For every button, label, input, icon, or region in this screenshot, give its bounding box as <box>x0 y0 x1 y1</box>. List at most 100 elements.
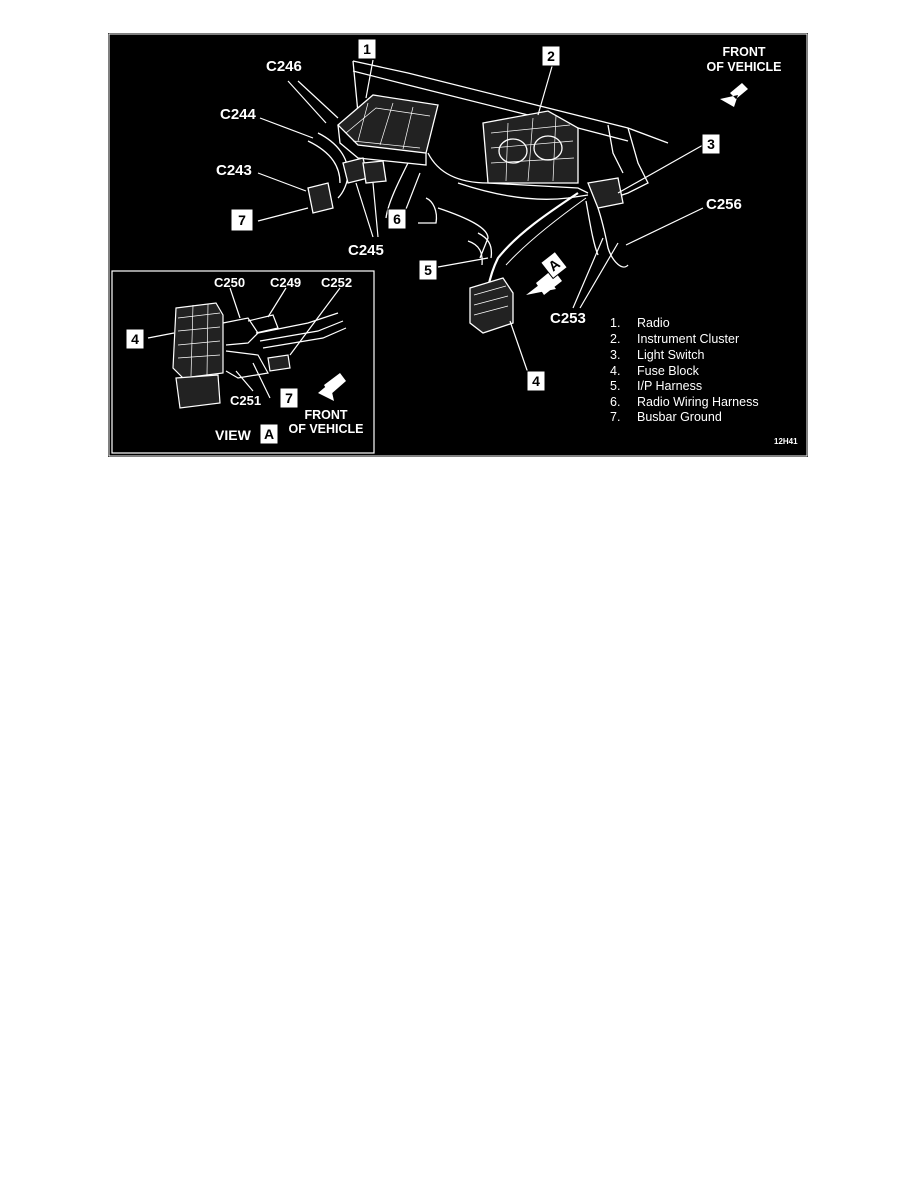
label-c253: C253 <box>550 310 586 327</box>
cluster-gauge-left <box>498 138 528 164</box>
leader-c250 <box>229 287 241 319</box>
harness-c244-b <box>307 140 341 184</box>
leader-c244 <box>259 117 314 139</box>
radio-lower <box>337 124 427 166</box>
figure-border <box>108 33 808 457</box>
inset-connector-c252 <box>267 354 291 372</box>
cluster-gauge-right <box>533 135 563 161</box>
inset-fuse-grid <box>177 303 221 377</box>
inset-callout-busbar: 7 <box>279 387 299 409</box>
label-c252: C252 <box>321 275 352 290</box>
inset-connector-c251 <box>225 350 269 379</box>
callout-cluster: 2 <box>541 45 561 67</box>
inset-front-label-line1: FRONT <box>304 408 347 422</box>
wiring-diagram-figure: C246 C244 C243 C245 C256 C253 FRONT OF V… <box>108 33 808 457</box>
leader-lines <box>257 59 704 374</box>
callout-busbar-number: 7 <box>238 212 246 228</box>
callout-ip-harness-number: 5 <box>424 262 432 278</box>
leader-c253-a <box>572 237 604 309</box>
callout-light-switch-number: 3 <box>707 136 715 152</box>
legend-text-2: Instrument Cluster <box>637 332 739 346</box>
front-label-line1: FRONT <box>722 45 765 59</box>
inset-wires <box>257 312 347 349</box>
inset-view-letter: A <box>264 426 274 442</box>
ip-harness-trunk-b <box>505 197 587 266</box>
legend-num-2: 2. <box>610 332 620 346</box>
leader-c256 <box>625 207 704 246</box>
callout-radio-number: 1 <box>363 41 371 57</box>
harness-radio-down <box>385 162 409 219</box>
harness-main <box>457 182 589 200</box>
bracket-lower <box>418 197 438 224</box>
inset-fuse-block <box>172 302 224 379</box>
leader-inset-fuse-block <box>147 332 175 339</box>
fuse-block-body <box>469 277 514 334</box>
legend-num-7: 7. <box>610 410 620 424</box>
legend-text-3: Light Switch <box>637 348 704 362</box>
legend-num-5: 5. <box>610 379 620 393</box>
label-c251: C251 <box>230 393 261 408</box>
legend-text-7: Busbar Ground <box>637 410 722 424</box>
diagram-canvas: C246 C244 C243 C245 C256 C253 FRONT OF V… <box>108 33 808 457</box>
leader-c243 <box>257 172 307 192</box>
legend-num-1: 1. <box>610 316 620 330</box>
light-switch-body <box>587 177 624 209</box>
leader-busbar <box>257 207 309 222</box>
c245-connector-b <box>362 160 387 184</box>
leader-c245-b <box>372 182 379 238</box>
inset-front-arrow <box>318 373 346 401</box>
label-c246: C246 <box>266 58 302 75</box>
inset-view-word: VIEW <box>215 427 252 443</box>
callout-radio-harness-number: 6 <box>393 211 401 227</box>
front-arrow-main <box>720 83 748 107</box>
legend-num-4: 4. <box>610 364 620 378</box>
inset-fuse-base <box>175 374 221 409</box>
inset-front-label-line2: OF VEHICLE <box>288 422 363 436</box>
harness-radio <box>427 152 589 194</box>
legend-text-6: Radio Wiring Harness <box>637 395 759 409</box>
c243-connector-body <box>307 182 334 214</box>
inset-connector-c249 <box>247 314 279 334</box>
label-c243: C243 <box>216 162 252 179</box>
callout-view-a: A <box>540 250 568 280</box>
leader-light-switch <box>617 144 704 194</box>
legend-text-4: Fuse Block <box>637 364 700 378</box>
legend: 1. Radio 2. Instrument Cluster 3. Light … <box>610 316 759 424</box>
radio-grille <box>345 102 431 150</box>
leader-c246-a <box>287 80 327 124</box>
leader-c252 <box>289 287 341 356</box>
label-c245: C245 <box>348 242 384 259</box>
dash-top-edge <box>352 60 669 144</box>
cluster-gauges <box>490 114 575 182</box>
inset-leader-lines <box>147 287 341 399</box>
radio-body <box>337 94 439 154</box>
leader-radio-harness <box>405 172 421 210</box>
leader-c245-a <box>355 182 374 238</box>
dash-right-inner <box>607 124 624 174</box>
callout-fuse-block: 4 <box>526 370 546 392</box>
inset-callout-fuse-block-number: 4 <box>131 331 139 347</box>
label-c249: C249 <box>270 275 301 290</box>
duct-lower <box>467 232 493 266</box>
inset-callout-fuse-block: 4 <box>125 328 145 350</box>
label-c244: C244 <box>220 106 257 123</box>
leader-inset-busbar <box>252 362 271 399</box>
inset-view-letter-box: A <box>259 423 279 445</box>
leader-c253-b <box>579 242 619 309</box>
label-c250: C250 <box>214 275 245 290</box>
harness-lower <box>437 207 489 259</box>
leader-cluster <box>537 62 554 116</box>
leader-c249 <box>267 287 287 318</box>
ip-harness-trunk <box>486 192 579 289</box>
inset-illustration <box>172 302 347 409</box>
figure-code: 12H41 <box>774 437 798 446</box>
leader-radio <box>365 59 374 99</box>
fuse-block-detail <box>473 285 509 316</box>
front-label-line2: OF VEHICLE <box>706 60 781 74</box>
legend-num-3: 3. <box>610 348 620 362</box>
dashboard-illustration <box>307 60 669 334</box>
callout-cluster-number: 2 <box>547 48 555 64</box>
callout-fuse-block-number: 4 <box>532 373 540 389</box>
callout-ip-harness: 5 <box>418 259 438 281</box>
legend-num-6: 6. <box>610 395 620 409</box>
